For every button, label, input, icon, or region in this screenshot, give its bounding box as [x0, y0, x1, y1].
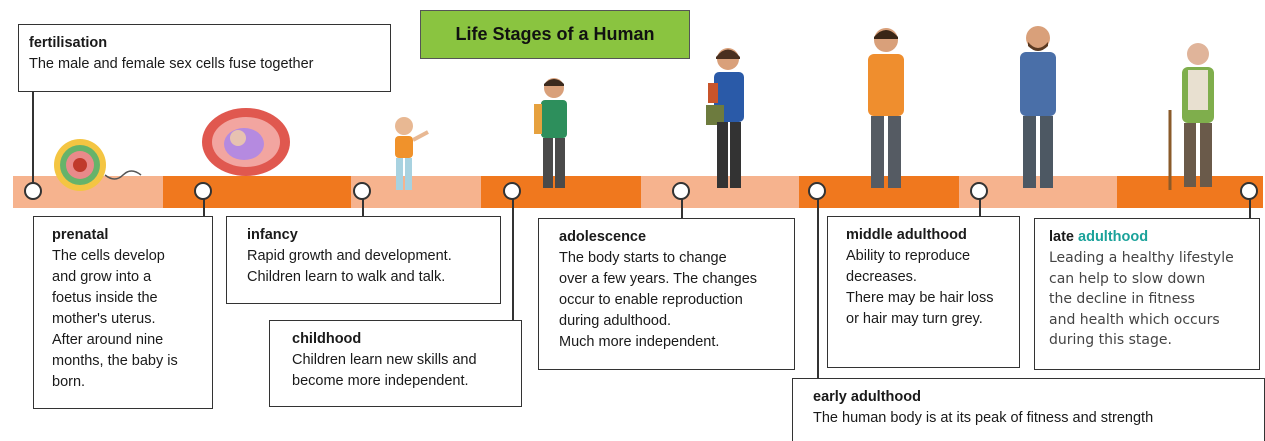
stage-description: The male and female sex cells fuse toget… — [29, 56, 314, 72]
stage-heading: late adulthood — [1049, 227, 1249, 248]
stage-box-childhood: childhood Children learn new skills and … — [269, 320, 522, 407]
stage-description: Rapid growth and development. Children l… — [247, 248, 452, 285]
stage-box-fertilisation: fertilisation The male and female sex ce… — [18, 24, 391, 92]
middle-aged-adult-illustration — [1020, 26, 1056, 188]
connector-line — [512, 198, 514, 320]
stage-heading: middle adulthood — [846, 227, 967, 243]
foetus-in-womb-illustration — [202, 108, 290, 176]
timeline-node-late-adulthood — [1240, 182, 1258, 200]
adolescent-illustration — [706, 48, 744, 188]
timeline-node-prenatal — [194, 182, 212, 200]
stage-description: The cells develop and grow into a foetus… — [52, 248, 178, 390]
stage-description: Ability to reproduce decreases. There ma… — [846, 248, 994, 327]
stage-box-infancy: infancy Rapid growth and development. Ch… — [226, 216, 501, 304]
timeline-node-fertilisation — [24, 182, 42, 200]
stage-heading: adolescence — [559, 229, 647, 245]
connector-line — [817, 198, 819, 380]
connector-line — [979, 198, 981, 218]
stage-description: Leading a healthy lifestyle can help to … — [1049, 250, 1234, 348]
elderly-adult-illustration — [1168, 43, 1214, 190]
stage-heading: prenatal — [52, 227, 109, 243]
stage-description: The human body is at its peak of fitness… — [813, 410, 1154, 426]
stage-box-prenatal: prenatal The cells develop and grow into… — [33, 216, 213, 409]
timeline-node-adolescence — [672, 182, 690, 200]
child-illustration — [534, 78, 567, 188]
connector-line — [681, 198, 683, 218]
band-segment — [351, 176, 481, 208]
stage-box-adolescence: adolescence The body starts to change ov… — [538, 218, 795, 370]
timeline-node-middle-adulthood — [970, 182, 988, 200]
connector-line — [203, 198, 205, 216]
stage-heading: childhood — [292, 331, 362, 347]
connector-line — [1249, 198, 1251, 218]
stage-heading: infancy — [247, 227, 298, 243]
band-segment — [163, 176, 351, 208]
stage-box-middle-adulthood: middle adulthood Ability to reproduce de… — [827, 216, 1020, 368]
timeline-node-early-adulthood — [808, 182, 826, 200]
stage-description: The body starts to change over a few yea… — [559, 250, 758, 350]
stage-box-early-adulthood: early adulthood The human body is at its… — [792, 378, 1265, 441]
connector-line — [362, 198, 364, 216]
infant-illustration — [395, 117, 429, 190]
timeline-node-infancy — [353, 182, 371, 200]
fertilised-egg-illustration — [54, 139, 142, 191]
connector-line — [32, 92, 34, 184]
stage-heading-accent: adulthood — [1078, 229, 1149, 245]
stage-box-late-adulthood: late adulthood Leading a healthy lifesty… — [1034, 218, 1260, 370]
diagram-title: Life Stages of a Human — [420, 10, 690, 59]
timeline-node-childhood — [503, 182, 521, 200]
young-adult-illustration — [868, 28, 904, 188]
stage-description: Children learn new skills and become mor… — [292, 352, 477, 389]
stage-heading: early adulthood — [813, 389, 921, 405]
stage-heading: fertilisation — [29, 35, 108, 51]
stage-heading-prefix: late — [1049, 229, 1074, 245]
